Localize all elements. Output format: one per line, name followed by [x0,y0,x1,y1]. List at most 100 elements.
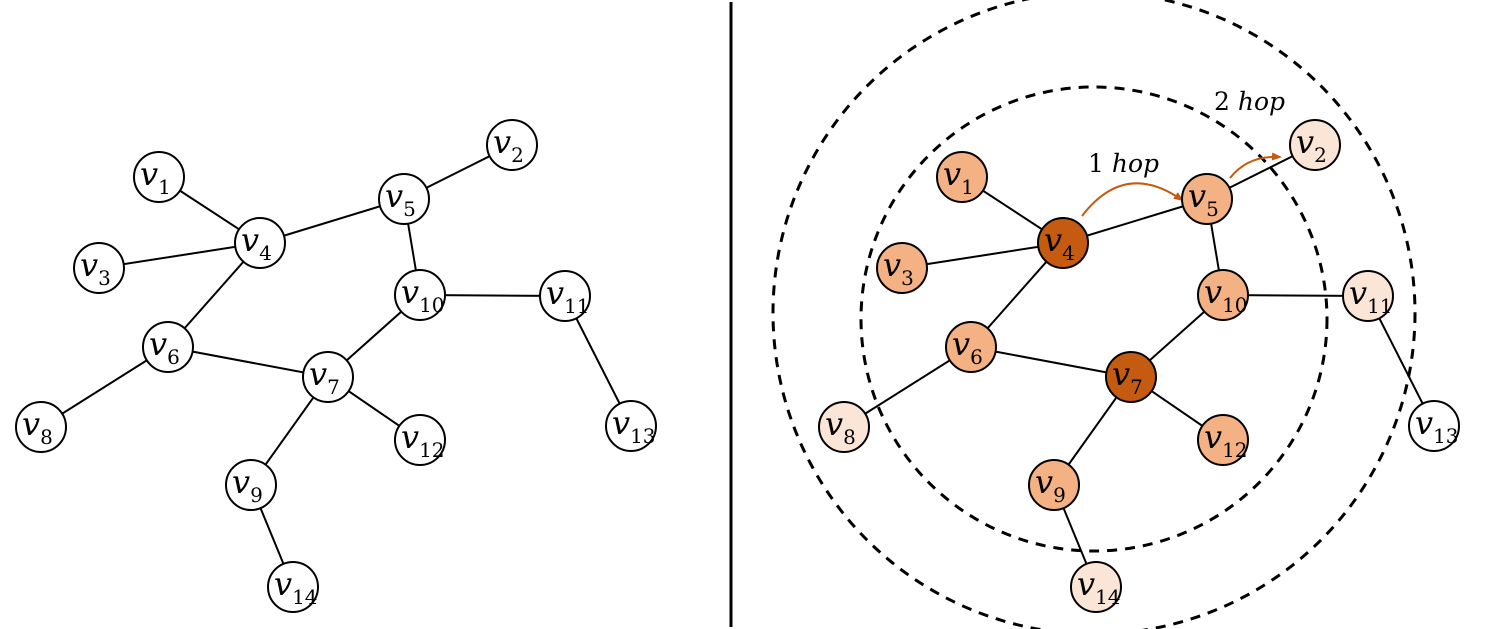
right-node-subscript-v2: 2 [1314,143,1327,167]
right-node-subscript-v9: 9 [1053,483,1066,507]
left-node-base-v1: v [140,155,158,193]
left-node-circle-v14 [267,561,319,613]
left-edge-v3-v4 [98,242,261,269]
right-node-base-v5: v [1188,177,1206,215]
right-node-subscript-v12: 12 [1222,438,1247,462]
left-node-label-v6: v6 [149,325,180,369]
right-node-circle-v3 [876,242,928,294]
right-node-base-v9: v [1035,463,1053,501]
right-node-circle-v13 [1408,400,1460,452]
left-node-v8: v8 [15,401,67,453]
left-node-base-v10: v [401,273,419,311]
two-hop-word: hop [1238,87,1285,116]
left-node-base-v11: v [546,274,564,312]
left-node-base-v3: v [80,246,98,284]
left-node-circle-v11 [539,270,591,322]
left-node-label-v7: v7 [309,355,340,399]
left-node-base-v12: v [401,418,419,456]
right-node-circle-v7 [1105,351,1157,403]
right-node-subscript-v4: 4 [1062,241,1075,265]
left-node-v1: v1 [133,151,185,203]
left-node-circle-v4 [234,217,286,269]
right-node-label-v9: v9 [1035,463,1066,507]
left-node-subscript-v1: 1 [158,175,171,199]
right-node-label-v8: v8 [825,405,856,449]
left-node-label-v1: v1 [140,155,171,199]
left-node-circle-v2 [486,119,538,171]
right-node-label-v1: v1 [943,155,974,199]
right-node-subscript-v6: 6 [970,345,983,369]
left-node-base-v9: v [232,463,250,501]
left-node-base-v2: v [493,123,511,161]
right-node-v1: v1 [936,151,988,203]
left-node-base-v4: v [241,221,259,259]
right-node-base-v13: v [1415,404,1433,442]
right-node-label-v13: v13 [1415,404,1459,448]
right-node-subscript-v5: 5 [1206,197,1219,221]
left-node-label-v14: v14 [274,565,318,609]
right-node-subscript-v13: 13 [1433,424,1458,448]
right-node-circle-v5 [1181,173,1233,225]
left-node-base-v14: v [274,565,292,603]
left-node-v5: v5 [378,173,430,225]
left-node-v4: v4 [234,217,286,269]
right-node-circle-v10 [1197,269,1249,321]
right-node-base-v11: v [1349,274,1367,312]
left-node-subscript-v13: 13 [630,424,655,448]
one-hop-number: 1 [1088,149,1104,178]
left-node-circle-v13 [605,400,657,452]
left-node-base-v13: v [612,404,630,442]
one-hop-boundary-circle [859,85,1329,553]
left-node-subscript-v10: 10 [419,293,444,317]
right-node-subscript-v8: 8 [843,425,856,449]
right-node-v8: v8 [818,401,870,453]
left-node-base-v6: v [149,325,167,363]
right-node-circle-v4 [1037,217,1089,269]
right-node-base-v4: v [1044,221,1062,259]
left-node-label-v4: v4 [241,221,272,265]
left-node-v10: v10 [394,269,446,321]
right-node-v13: v13 [1408,400,1460,452]
left-node-v13: v13 [605,400,657,452]
left-node-label-v5: v5 [385,177,416,221]
right-node-label-v7: v7 [1112,355,1143,399]
left-node-label-v11: v11 [546,274,590,318]
left-node-circle-v3 [73,242,125,294]
right-node-base-v3: v [883,246,901,284]
left-node-label-v10: v10 [401,273,445,317]
right-node-label-v12: v12 [1204,418,1248,462]
left-node-base-v5: v [385,177,403,215]
right-node-circle-v14 [1070,561,1122,613]
left-node-circle-v8 [15,401,67,453]
left-node-subscript-v2: 2 [511,143,524,167]
right-node-label-v11: v11 [1349,274,1393,318]
left-node-label-v9: v9 [232,463,263,507]
left-node-subscript-v6: 6 [167,345,180,369]
right-node-subscript-v10: 10 [1222,293,1247,317]
left-node-subscript-v3: 3 [98,266,111,290]
right-node-circle-v9 [1028,459,1080,511]
one-hop-arrow [1081,182,1184,217]
right-node-label-v6: v6 [952,325,983,369]
right-node-circle-v12 [1197,414,1249,466]
left-node-label-v8: v8 [22,405,53,449]
left-edge-v6-v7 [167,346,329,378]
right-node-v9: v9 [1028,459,1080,511]
right-node-label-v2: v2 [1296,123,1327,167]
right-node-circle-v6 [945,321,997,373]
left-node-subscript-v11: 11 [564,294,589,318]
right-node-base-v8: v [825,405,843,443]
left-node-subscript-v12: 12 [419,438,444,462]
right-node-base-v12: v [1204,418,1222,456]
right-node-v6: v6 [945,321,997,373]
right-node-base-v10: v [1204,273,1222,311]
left-node-label-v2: v2 [493,123,524,167]
right-node-base-v1: v [943,155,961,193]
left-node-circle-v5 [378,173,430,225]
right-node-label-v5: v5 [1188,177,1219,221]
right-node-circle-v2 [1289,119,1341,171]
left-node-v9: v9 [225,459,277,511]
